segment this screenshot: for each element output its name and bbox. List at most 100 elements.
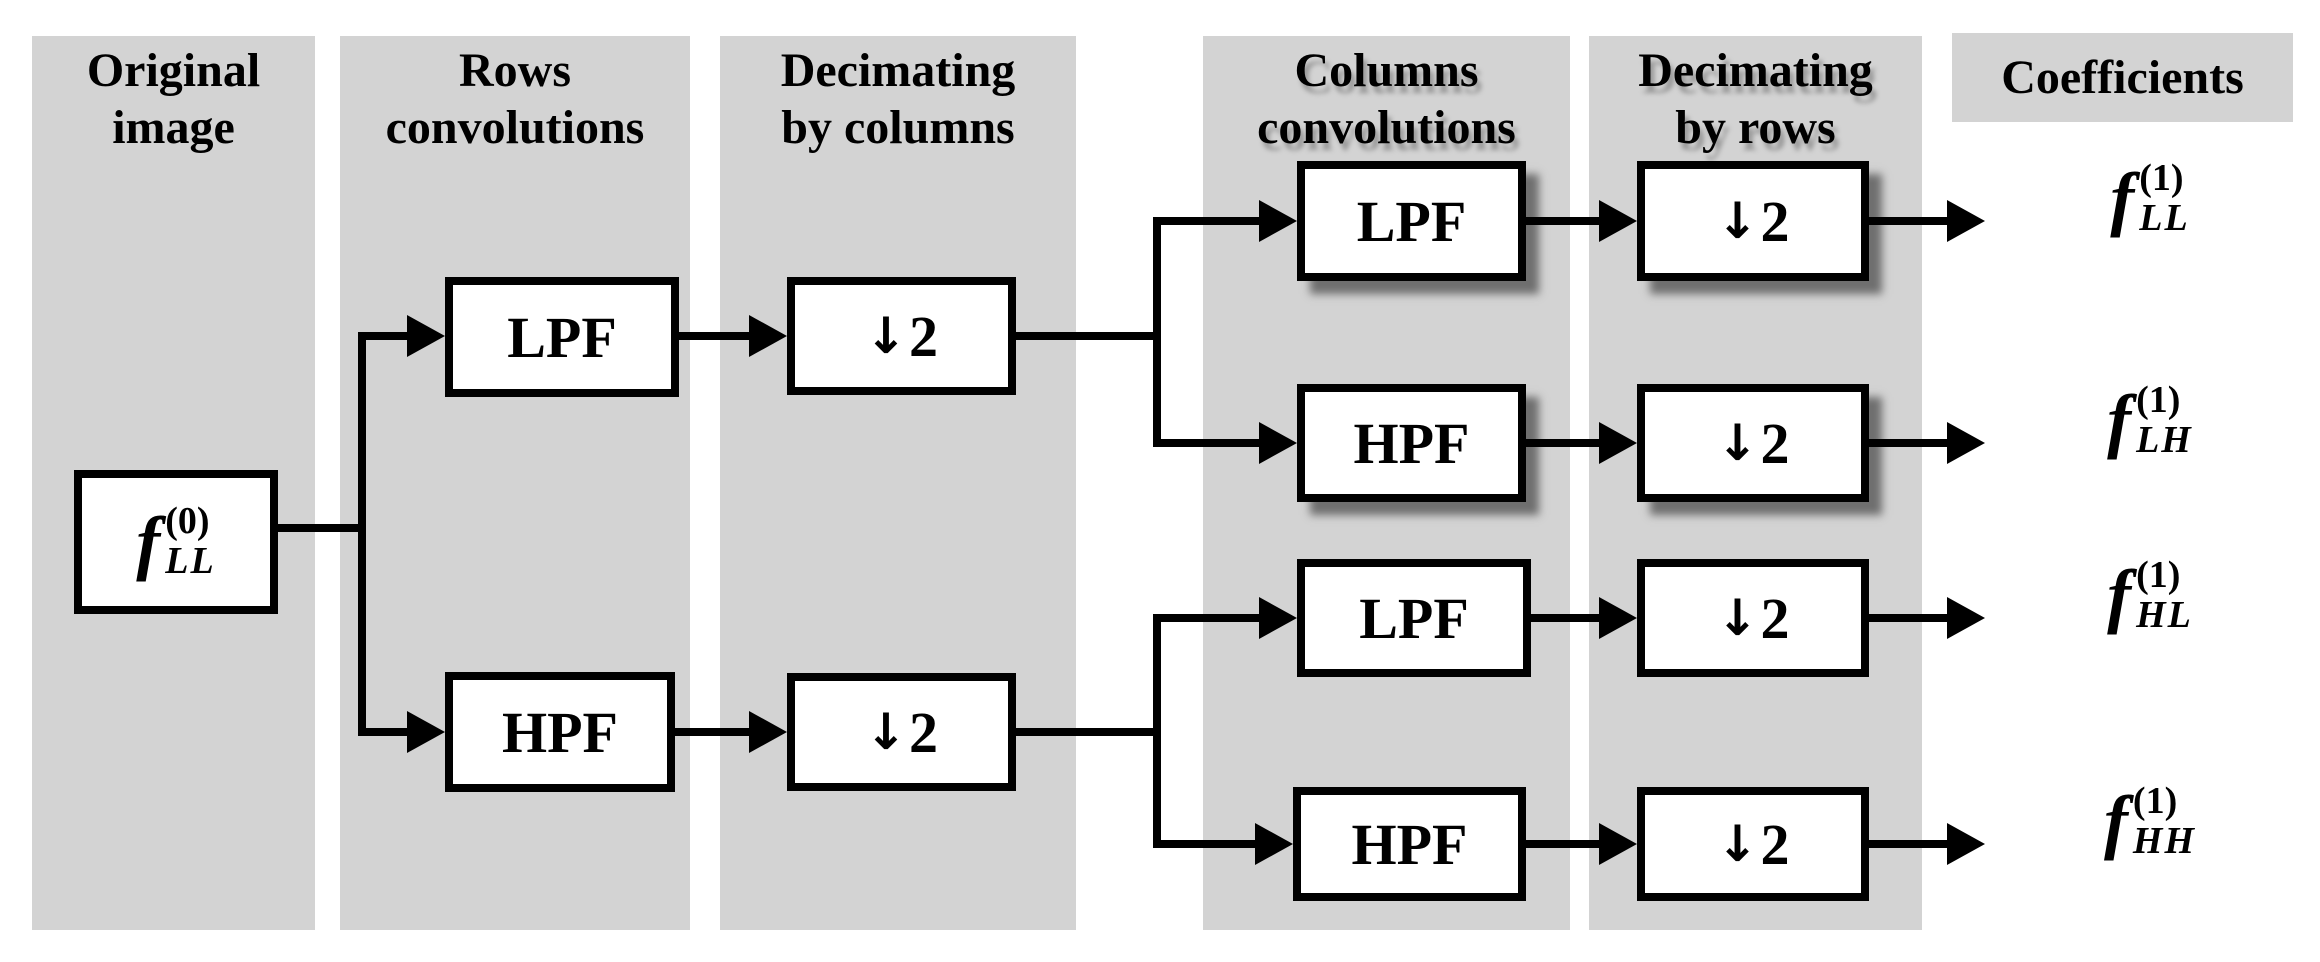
output-label-fhl1: f (1) HL [2020,554,2280,680]
node-rows-hpf: HPF [445,672,675,792]
connector-rows-branch [358,332,366,736]
coefficient-scripts: (1) LL [2139,158,2189,239]
downsample-arrow-icon: ↓ [1716,815,1759,873]
downsample-arrow-icon: ↓ [865,703,907,761]
coefficient-subscript: HH [2132,819,2197,862]
input-label-base: f [136,501,161,582]
header-line: convolutions [1257,101,1516,154]
connector-branch-rows12 [1153,217,1161,447]
arrowhead-columns-lpf-row1 [1259,200,1297,242]
column-header-decimating-by-rows: Decimating by rows [1589,42,1922,156]
node-label: HPF [1353,410,1470,476]
coefficient-superscript: (1) [2136,554,2181,596]
node-label: HPF [502,699,618,765]
connector-top-decimator-out [1016,332,1157,340]
node-columns-hpf-row4: HPF [1293,787,1526,901]
arrowhead-output-row1 [1947,200,1985,242]
node-label: 2 [908,303,938,369]
connector-lpf-to-decimator [679,332,749,340]
downsample-arrow-icon: ↓ [1716,414,1759,472]
output-label-flh1: f (1) LH [2020,379,2280,505]
input-label-scripts: (0) LL [165,500,216,582]
arrowhead-rows-lpf [407,315,445,357]
coefficient-label: f (1) HH [2020,780,2280,862]
header-line: convolutions [385,101,645,154]
node-label: LPF [1356,188,1467,254]
coefficient-label: f (1) LL [2020,158,2280,239]
arrowhead-columns-hpf-row4 [1255,823,1293,865]
coefficient-superscript: (1) [2132,780,2178,822]
column-header-decimating-by-columns: Decimating by columns [720,42,1076,156]
connector-filter-to-decimator-row3 [1531,614,1599,622]
output-label-fhh1: f (1) HH [2020,780,2280,906]
column-header-columns-convolutions: Columns convolutions [1203,42,1570,156]
input-label-subscript: LL [165,540,216,582]
panel-decimating-by-columns: Decimating by columns [720,36,1076,930]
coefficient-subscript: LH [2136,418,2193,461]
output-label-fll1: f (1) LL [2020,158,2280,283]
connector-hpf-to-decimator [675,728,749,736]
node-decimate-rows-row4: ↓ 2 [1637,787,1869,901]
arrowhead-output-row4 [1947,823,1985,865]
coefficient-base: f [2103,781,2128,862]
column-header-original-image: Original image [32,42,315,156]
header-line: Columns [1294,44,1479,97]
node-label: 2 [1760,188,1790,254]
header-line: Decimating [780,44,1016,97]
header-line: image [112,101,235,154]
connector-to-rows-hpf [362,728,407,736]
panel-coefficients: Coefficients [1952,33,2293,122]
connector-output-row3 [1869,614,1947,622]
node-columns-lpf-row3: LPF [1297,559,1531,677]
connector-filter-to-decimator-row2 [1526,439,1599,447]
coefficient-superscript: (1) [2136,379,2181,421]
connector-output-row1 [1869,217,1947,225]
coefficient-base: f [2107,380,2132,461]
connector-filter-to-decimator-row1 [1526,217,1599,225]
node-label: LPF [1359,585,1469,651]
arrowhead-output-row3 [1947,597,1985,639]
arrowhead-decimate-rows-row3 [1599,597,1637,639]
input-label-superscript: (0) [165,500,210,543]
arrowhead-columns-lpf-row3 [1259,597,1297,639]
node-label: 2 [908,699,938,765]
node-label: 2 [1760,410,1790,476]
column-header-rows-convolutions: Rows convolutions [340,42,690,156]
input-label: f (0) LL [136,500,216,582]
connector-to-columns-hpf-row4 [1157,840,1259,848]
coefficient-scripts: (1) LH [2136,379,2193,461]
connector-output-row2 [1869,439,1947,447]
node-decimate-rows-row3: ↓ 2 [1637,559,1869,677]
connector-to-columns-lpf-row1 [1157,217,1259,225]
arrowhead-columns-hpf-row2 [1259,422,1297,464]
connector-bottom-decimator-out [1016,728,1157,736]
coefficient-base: f [2107,555,2132,636]
node-columns-hpf-row2: HPF [1297,384,1526,502]
panel-rows-convolutions: Rows convolutions [340,36,690,930]
node-label: 2 [1760,811,1790,877]
connector-input-out [277,524,362,532]
node-label: 2 [1760,585,1790,651]
node-label: LPF [507,304,617,370]
connector-branch-rows34 [1153,614,1161,848]
node-label: HPF [1351,811,1468,877]
node-input-image: f (0) LL [74,470,278,614]
downsample-arrow-icon: ↓ [1716,192,1759,250]
node-decimate-columns-top: ↓ 2 [787,277,1016,395]
node-columns-lpf-row1: LPF [1297,161,1526,281]
coefficient-base: f [2110,158,2135,239]
arrowhead-decimate-rows-row2 [1599,422,1637,464]
node-decimate-columns-bottom: ↓ 2 [787,673,1016,791]
arrowhead-decimate-rows-row1 [1599,200,1637,242]
connector-filter-to-decimator-row4 [1526,840,1599,848]
downsample-arrow-icon: ↓ [865,307,907,365]
downsample-arrow-icon: ↓ [1716,589,1759,647]
header-line: Original [86,44,261,97]
coefficient-subscript: HL [2136,593,2193,636]
coefficient-scripts: (1) HH [2132,780,2197,862]
arrowhead-rows-hpf [407,711,445,753]
connector-to-columns-lpf-row3 [1157,614,1259,622]
arrowhead-decimate-columns-bottom [749,711,787,753]
node-rows-lpf: LPF [445,277,679,397]
